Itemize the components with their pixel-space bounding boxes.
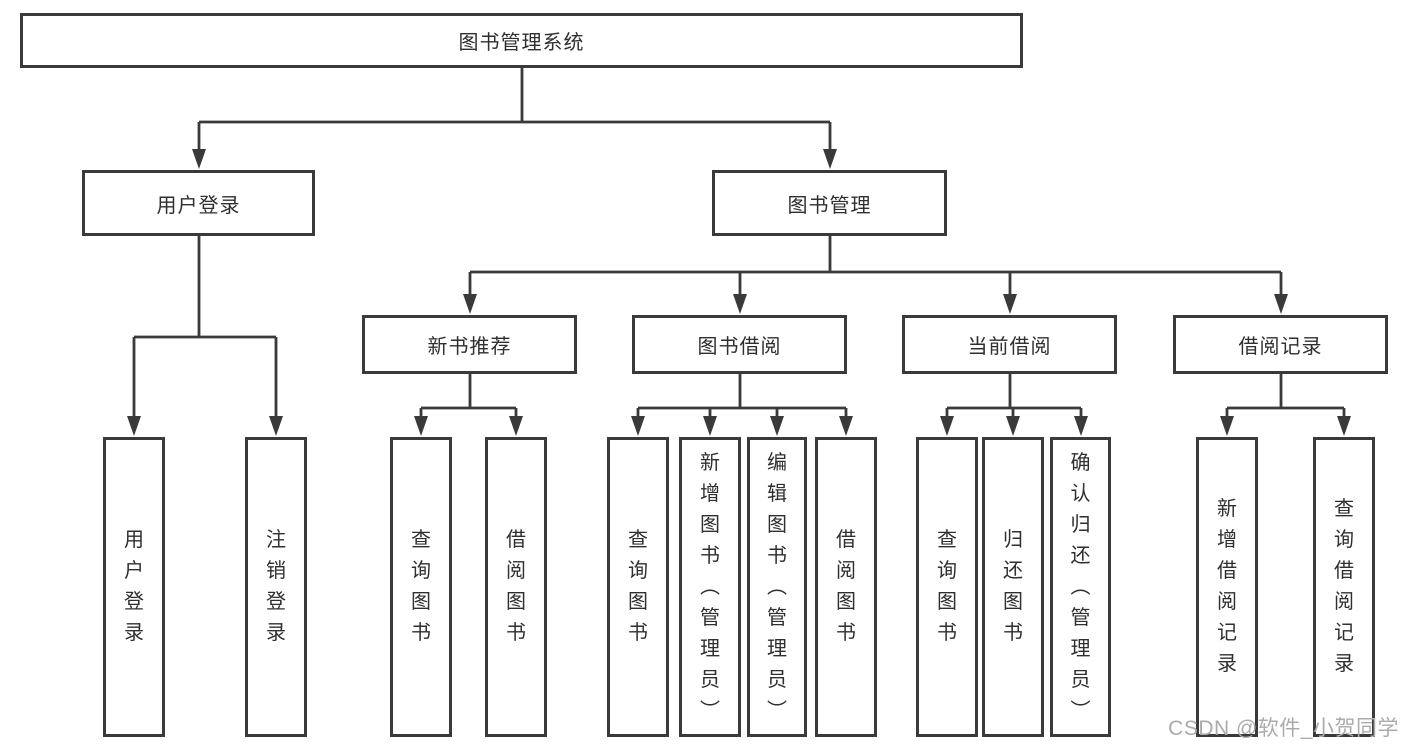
leaf-borrow-borrow-book: 借阅图书 [815, 437, 877, 737]
leaf-borrow-borrow-book-label: 借阅图书 [836, 529, 856, 644]
leaf-recommend-borrow-book: 借阅图书 [485, 437, 547, 737]
csdn-watermark: CSDN @软件_小贺同学 [1168, 717, 1399, 740]
leaf-logout: 注销登录 [245, 437, 307, 737]
node-borrow-record: 借阅记录 [1173, 315, 1388, 374]
leaf-current-query-book: 查询图书 [916, 437, 978, 737]
node-book-management-label: 图书管理 [787, 194, 872, 217]
leaf-current-return-book: 归还图书 [982, 437, 1044, 737]
node-root: 图书管理系统 [20, 13, 1023, 68]
leaf-borrow-add-book-admin-label: 新增图书︵管理员︶ [700, 451, 720, 722]
node-new-book-recommend-label: 新书推荐 [427, 336, 512, 358]
leaf-user-login: 用户登录 [103, 437, 165, 737]
node-borrow-record-label: 借阅记录 [1238, 336, 1323, 358]
leaf-borrow-add-book-admin: 新增图书︵管理员︶ [679, 437, 741, 737]
node-root-label: 图书管理系统 [458, 32, 585, 54]
leaf-borrow-edit-book-admin: 编辑图书︵管理员︶ [747, 437, 807, 737]
leaf-record-add: 新增借阅记录 [1196, 437, 1258, 737]
leaf-recommend-query-book-label: 查询图书 [411, 529, 431, 644]
leaf-current-confirm-return-admin: 确认归还︵管理员︶ [1050, 437, 1111, 737]
leaf-current-return-book-label: 归还图书 [1003, 529, 1023, 644]
leaf-record-add-label: 新增借阅记录 [1217, 498, 1237, 675]
leaf-user-login-label: 用户登录 [124, 529, 144, 644]
leaf-logout-label: 注销登录 [266, 529, 286, 644]
leaf-borrow-edit-book-admin-label: 编辑图书︵管理员︶ [767, 451, 787, 722]
leaf-record-query-label: 查询借阅记录 [1334, 498, 1354, 675]
node-book-borrow-label: 图书借阅 [697, 336, 782, 358]
node-new-book-recommend: 新书推荐 [362, 315, 577, 374]
leaf-borrow-query-book: 查询图书 [607, 437, 669, 737]
leaf-recommend-query-book: 查询图书 [390, 437, 452, 737]
leaf-recommend-borrow-book-label: 借阅图书 [506, 529, 526, 644]
leaf-current-confirm-return-admin-label: 确认归还︵管理员︶ [1070, 451, 1091, 722]
node-user-login-label: 用户登录 [156, 194, 241, 217]
leaf-borrow-query-book-label: 查询图书 [628, 529, 648, 644]
node-book-management: 图书管理 [712, 170, 947, 236]
node-current-borrow-label: 当前借阅 [967, 336, 1052, 358]
leaf-current-query-book-label: 查询图书 [937, 529, 957, 644]
leaf-record-query: 查询借阅记录 [1313, 437, 1375, 737]
node-user-login: 用户登录 [82, 170, 315, 236]
node-current-borrow: 当前借阅 [902, 315, 1117, 374]
node-book-borrow: 图书借阅 [632, 315, 847, 374]
